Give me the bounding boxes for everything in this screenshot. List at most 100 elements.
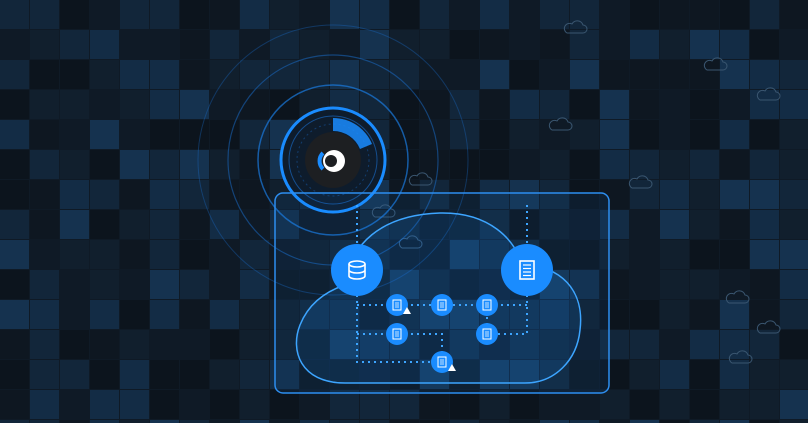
tile: [600, 210, 629, 239]
tile: [540, 210, 569, 239]
tile: [270, 30, 299, 59]
tile: [600, 0, 629, 29]
tile: [660, 270, 689, 299]
tile: [750, 390, 779, 419]
tile: [180, 300, 209, 329]
tile: [210, 30, 239, 59]
tile: [690, 240, 719, 269]
tile: [120, 30, 149, 59]
tile: [300, 420, 329, 423]
document-icon: [476, 323, 498, 345]
tile: [180, 180, 209, 209]
tile: [60, 90, 89, 119]
tile: [450, 240, 479, 269]
tile: [270, 0, 299, 29]
tile: [510, 60, 539, 89]
tile: [150, 60, 179, 89]
tile: [780, 330, 808, 359]
tile: [180, 390, 209, 419]
tile: [690, 390, 719, 419]
tile: [540, 180, 569, 209]
document-warning-icon: [386, 294, 411, 316]
tile: [720, 420, 749, 423]
tile: [240, 120, 269, 149]
tile: [630, 0, 659, 29]
tile: [330, 360, 359, 389]
tile: [240, 330, 269, 359]
tile: [450, 420, 479, 423]
tile: [450, 180, 479, 209]
tile: [660, 420, 689, 423]
document-icon: [386, 323, 408, 345]
tile: [0, 180, 29, 209]
tile: [240, 240, 269, 269]
tile: [720, 360, 749, 389]
tile: [30, 390, 59, 419]
tile: [450, 30, 479, 59]
tile: [780, 360, 808, 389]
tile: [630, 420, 659, 423]
tile: [390, 150, 419, 179]
tile: [690, 0, 719, 29]
cloud-icon: [725, 290, 750, 304]
tile: [0, 0, 29, 29]
tile: [210, 0, 239, 29]
tile: [570, 330, 599, 359]
tile: [180, 150, 209, 179]
tile: [720, 300, 749, 329]
tile: [540, 120, 569, 149]
tile: [330, 420, 359, 423]
tile: [30, 330, 59, 359]
tile: [30, 420, 59, 423]
tile: [90, 300, 119, 329]
tile: [510, 90, 539, 119]
document-icon: [476, 294, 498, 316]
tile: [750, 60, 779, 89]
tile: [780, 60, 808, 89]
tile: [420, 240, 449, 269]
tile: [630, 30, 659, 59]
tile: [30, 180, 59, 209]
tile: [720, 120, 749, 149]
tile: [30, 30, 59, 59]
tile: [660, 390, 689, 419]
tile: [510, 210, 539, 239]
tile: [750, 270, 779, 299]
tile: [600, 270, 629, 299]
tile: [240, 0, 269, 29]
tile: [330, 60, 359, 89]
tile: [300, 360, 329, 389]
tile: [750, 360, 779, 389]
tile: [90, 210, 119, 239]
tile: [150, 240, 179, 269]
document-icon: [431, 294, 453, 316]
tile: [330, 390, 359, 419]
tile: [570, 360, 599, 389]
tile: [390, 120, 419, 149]
tile: [660, 0, 689, 29]
tile: [480, 150, 509, 179]
tile: [690, 420, 719, 423]
tile: [690, 270, 719, 299]
tile: [480, 360, 509, 389]
cloud-icon: [628, 175, 653, 189]
tile: [150, 0, 179, 29]
tile: [480, 90, 509, 119]
tile: [510, 390, 539, 419]
tile: [630, 390, 659, 419]
cloud-icon: [728, 350, 753, 364]
tile: [30, 360, 59, 389]
tile: [510, 150, 539, 179]
tile: [0, 390, 29, 419]
tile: [180, 270, 209, 299]
document-list-icon: [501, 244, 553, 296]
tile: [240, 270, 269, 299]
tile: [210, 60, 239, 89]
node-group: [331, 244, 553, 373]
tile: [360, 420, 389, 423]
tile: [0, 30, 29, 59]
tile: [60, 120, 89, 149]
tile: [180, 210, 209, 239]
cloud-icon: [756, 320, 781, 334]
